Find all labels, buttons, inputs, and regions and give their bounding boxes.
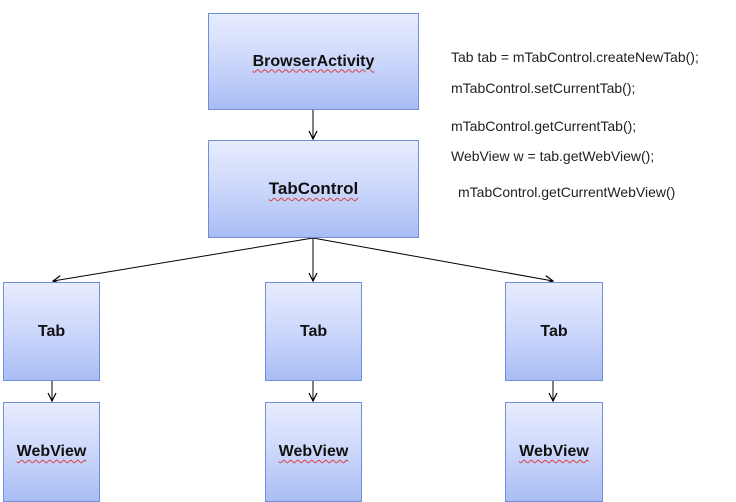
webview-label-3: WebView [519, 443, 589, 460]
webview-label-2: WebView [278, 443, 349, 460]
tabcontrol-label: TabControl [268, 179, 359, 198]
tab-node-3: Tab [505, 282, 603, 381]
code-line-get-current-tab: mTabControl.getCurrentTab(); [451, 118, 637, 134]
code-line-get-current-webview: mTabControl.getCurrentWebView() [458, 184, 676, 200]
tab-label-2: Tab [299, 322, 328, 340]
code-line-set-current-tab: mTabControl.setCurrentTab(); [451, 80, 636, 96]
edge-tabcontrol-to-tab-1 [53, 237, 314, 281]
code-line-get-webview: WebView w = tab.getWebView(); [451, 148, 655, 164]
tabcontrol-node: TabControl [208, 140, 419, 238]
browseractivity-node: BrowserActivity [208, 13, 419, 110]
tab-node-2: Tab [265, 282, 362, 381]
webview-node-1: WebView [3, 402, 100, 502]
code-line-create-new-tab: Tab tab = mTabControl.createNewTab(); [451, 49, 699, 65]
webview-node-2: WebView [265, 402, 362, 502]
tab-node-1: Tab [3, 282, 100, 381]
webview-label-1: WebView [16, 443, 87, 460]
tab-label-1: Tab [37, 322, 66, 340]
browseractivity-label: BrowserActivity [252, 52, 375, 70]
tab-label-3: Tab [540, 322, 568, 340]
webview-node-3: WebView [505, 402, 603, 502]
edge-tabcontrol-to-tab-3 [312, 237, 553, 281]
